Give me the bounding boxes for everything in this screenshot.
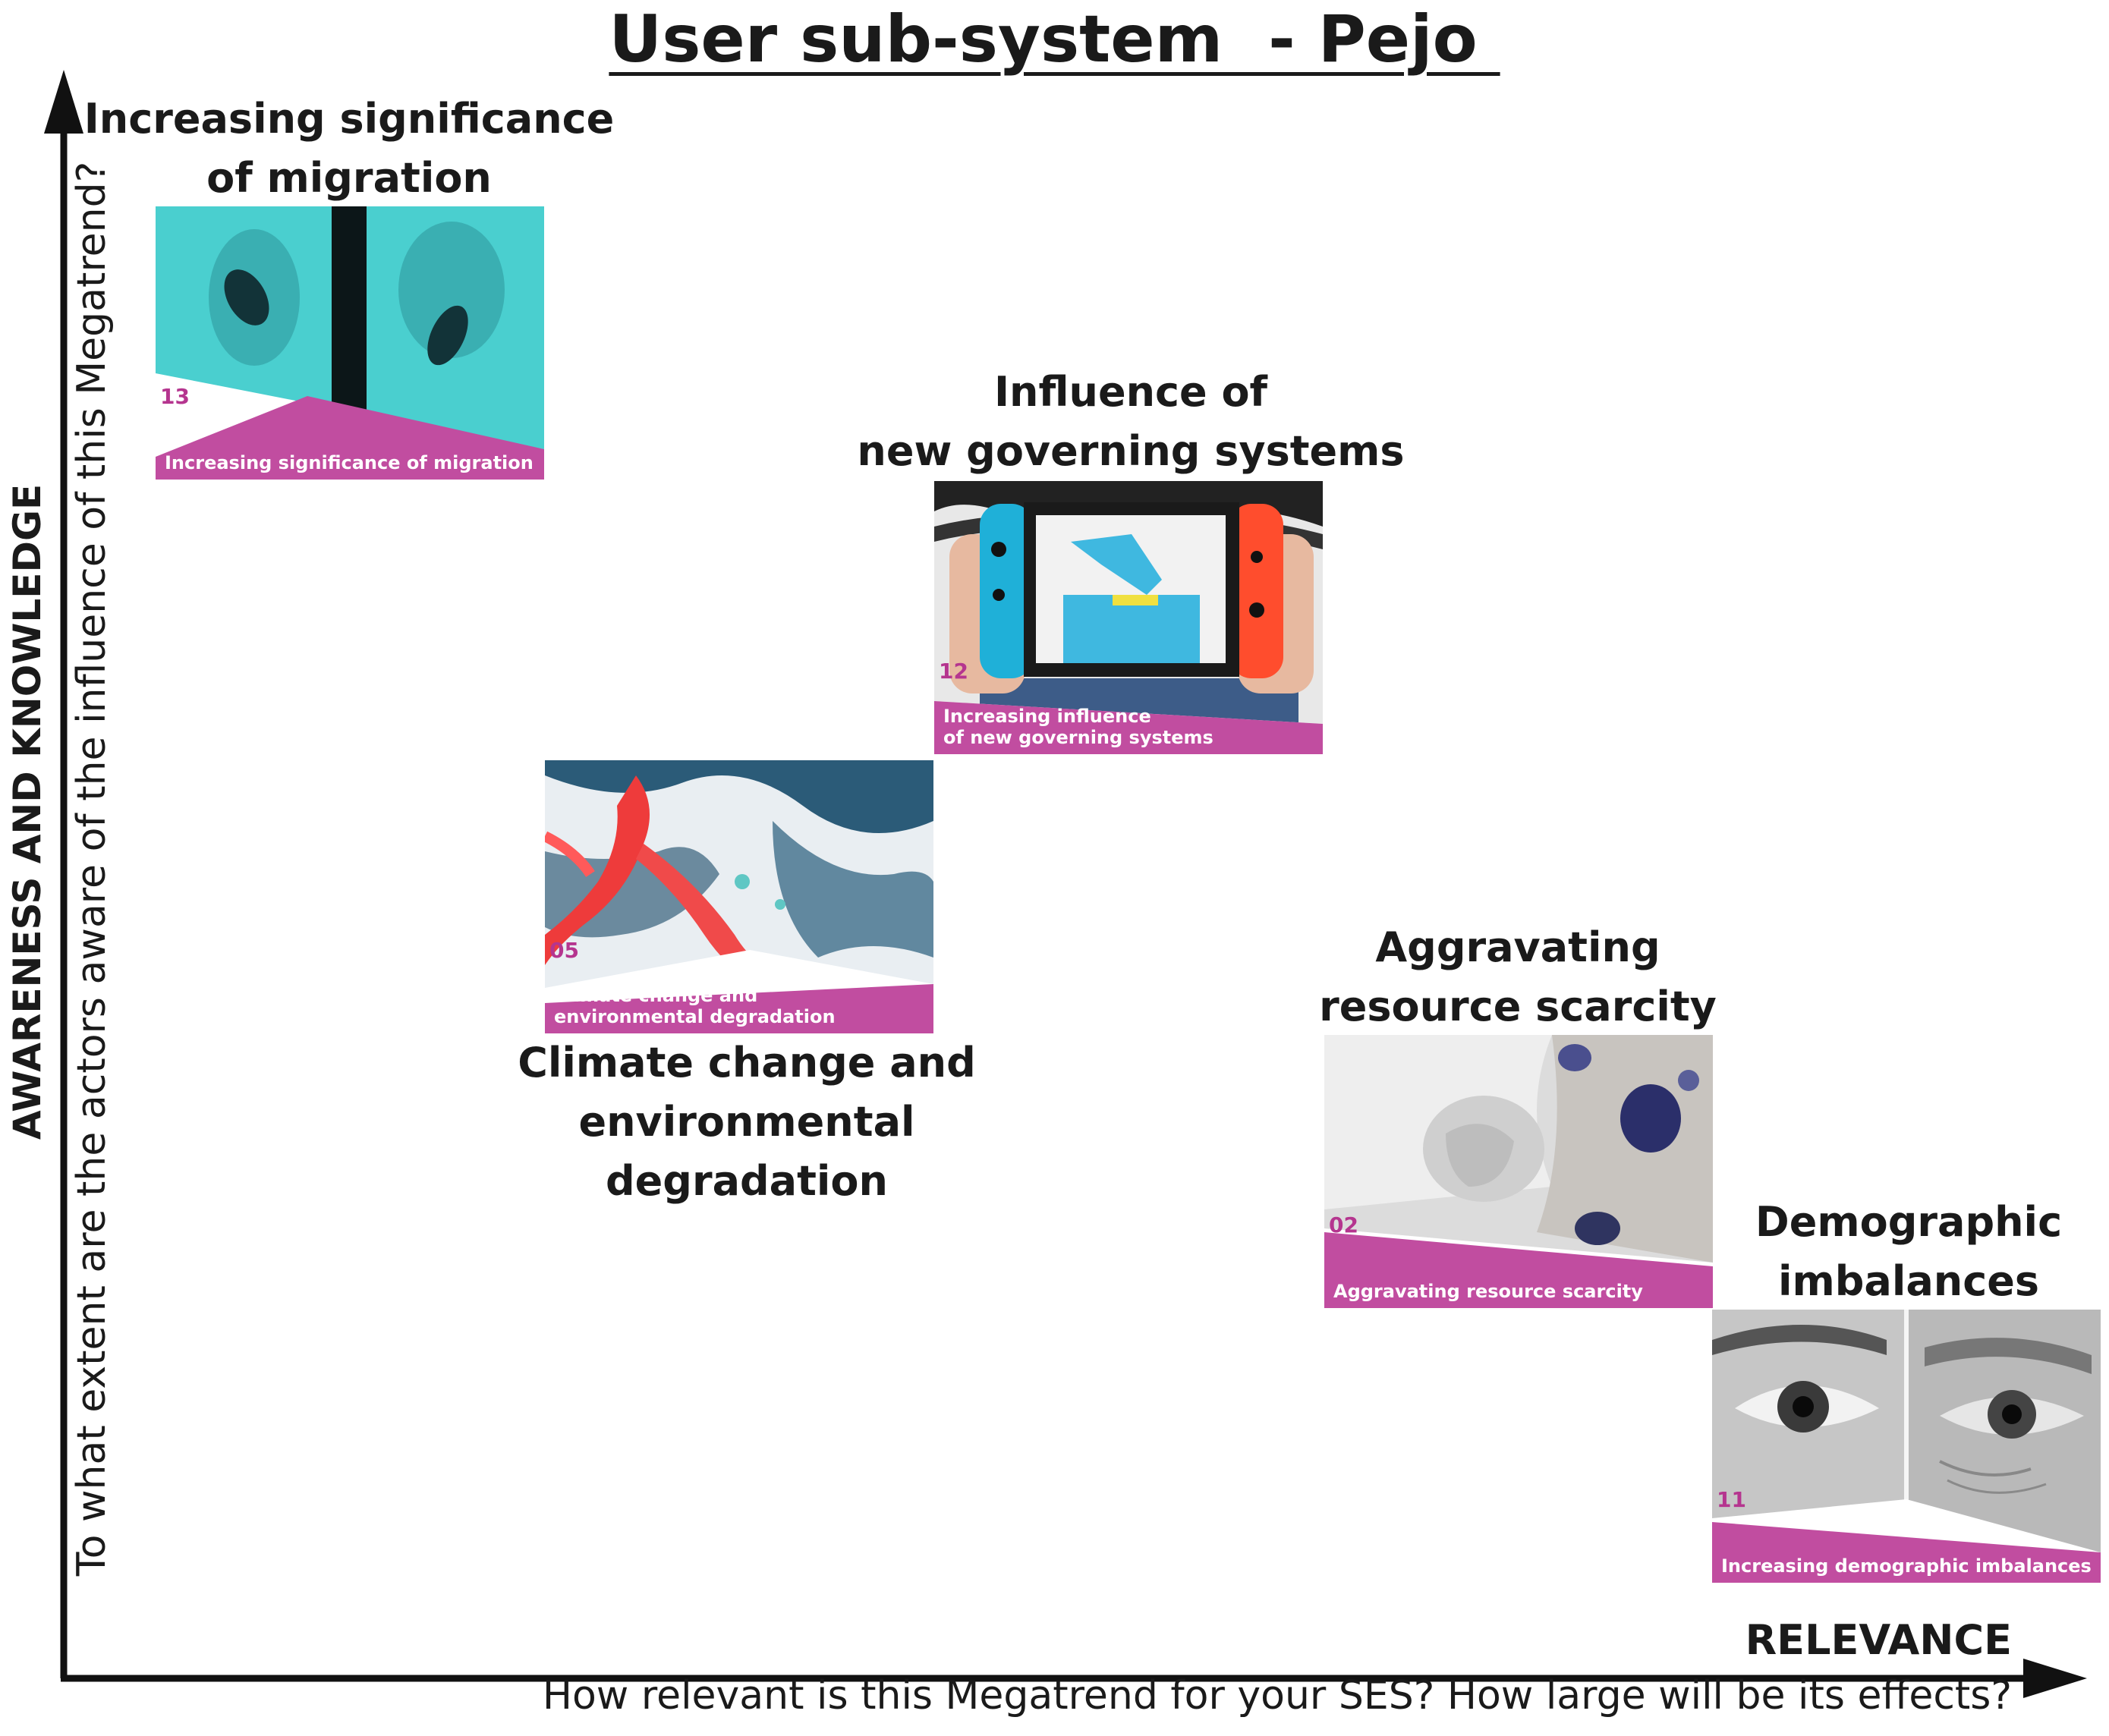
megatrend-number: 12 [939,659,968,684]
x-axis-title: RELEVANCE [1745,1616,2012,1664]
megatrend-number: 13 [160,384,190,409]
megatrend-number: 02 [1329,1212,1358,1238]
megatrend-label-governing: Influence of new governing systems [857,368,1405,475]
y-axis-title: AWARENESS AND KNOWLEDGE [5,483,49,1140]
governing-photo [934,481,1323,754]
glacier-photo [545,760,933,1033]
megatrend-card-climate[interactable]: 05 Climate change and environmental degr… [545,760,933,1033]
megatrend-caption: Increasing demographic imbalances [1721,1555,2092,1577]
megatrend-card-demographic[interactable]: 11 Increasing demographic imbalances [1712,1310,2101,1583]
y-axis-arrowhead [44,70,83,134]
migration-photo [156,206,544,480]
megatrend-caption: Increasing influence of new governing sy… [943,706,1213,748]
megatrend-card-resource[interactable]: 02 Aggravating resource scarcity [1324,1035,1713,1308]
megatrend-caption: Increasing significance of migration [165,452,534,473]
megatrend-card-governing[interactable]: 12 Increasing influence of new governing… [934,481,1323,754]
megatrend-caption: Aggravating resource scarcity [1333,1281,1643,1302]
megatrend-label-climate: Climate change and environmental degrada… [518,1039,976,1205]
eyes-photo [1712,1310,2101,1583]
y-axis-question: To what extent are the actors aware of t… [69,161,115,1577]
resource-photo [1324,1035,1713,1308]
x-axis-arrowhead [2023,1659,2087,1698]
megatrend-caption: Climate change and environmental degrada… [554,985,836,1027]
megatrend-card-migration[interactable]: 13 Increasing significance of migration [156,206,544,480]
megatrend-number: 11 [1717,1487,1746,1512]
x-axis-question: How relevant is this Megatrend for your … [542,1673,2012,1719]
megatrend-label-demographic: Demographic imbalances [1755,1198,2063,1305]
megatrend-label-migration: Increasing significance of migration [83,95,615,202]
megatrend-number: 05 [549,938,579,963]
page-title: User sub-system - Pejo [609,2,1500,77]
megatrend-label-resource: Aggravating resource scarcity [1319,923,1717,1030]
